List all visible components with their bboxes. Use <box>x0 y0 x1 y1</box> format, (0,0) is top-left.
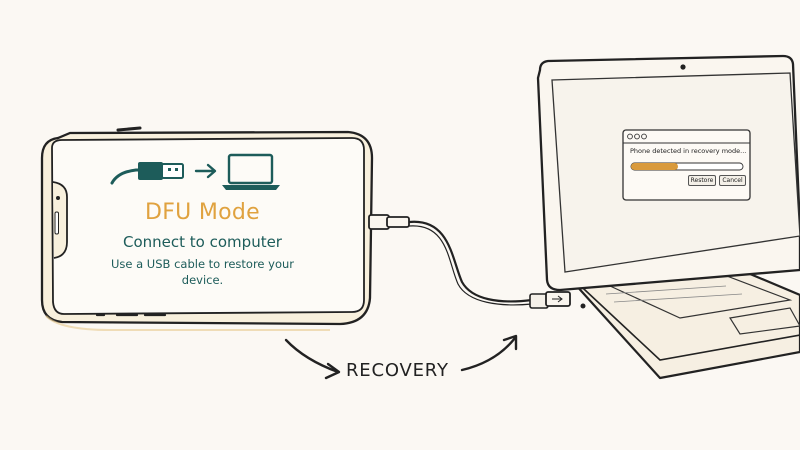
laptop-camera <box>680 64 686 70</box>
laptop-icon <box>222 153 280 190</box>
phone <box>40 126 374 331</box>
usb-cable <box>368 214 571 309</box>
recovery-dialog-window <box>622 129 751 201</box>
phone-mode-title: DFU Mode <box>144 200 261 225</box>
trackpad <box>729 307 800 335</box>
progress-fill <box>631 163 678 170</box>
phone-mode-description: Use a USB cable to restore your device. <box>110 257 295 287</box>
usb-plug-icon <box>110 162 184 185</box>
phone-mode-subtitle: Connect to computer <box>123 233 282 251</box>
recovery-label: RECOVERY <box>346 360 449 381</box>
dialog-message: Phone detected in recovery mode... <box>630 147 747 155</box>
cancel-button[interactable]: Cancel <box>719 175 746 186</box>
restore-button[interactable]: Restore <box>688 175 716 186</box>
recovery-arrow-left <box>284 338 341 380</box>
phone-notch <box>52 181 68 259</box>
arrow-right-icon <box>194 163 217 179</box>
recovery-arrow-right <box>460 334 518 372</box>
